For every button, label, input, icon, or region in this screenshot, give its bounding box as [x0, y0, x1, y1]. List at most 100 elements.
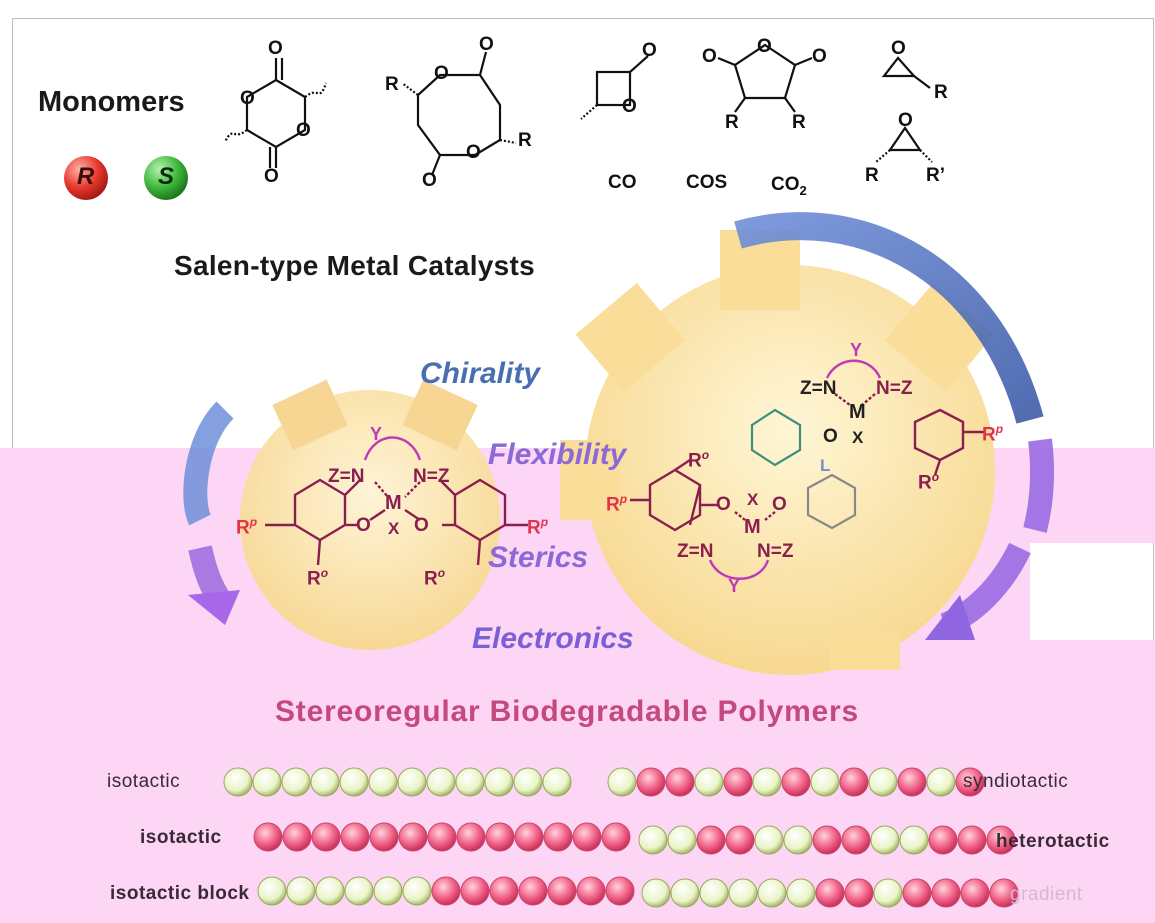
monomer-sphere-gradient-0: [641, 878, 671, 908]
monomer-sphere-isotactic_block-3: [344, 876, 374, 906]
anhydride-r-left: R: [725, 112, 739, 133]
catalyst-right-x-top: X: [852, 428, 864, 447]
monomer-sphere-gradient-3: [728, 878, 758, 908]
catalyst-right-zn-bottom: Z=N: [677, 541, 714, 562]
monomer-sphere-isotactic_block-6: [431, 876, 461, 906]
label-heterotactic: heterotactic: [996, 831, 1110, 852]
epoxide2-o: O: [898, 110, 913, 131]
monomer-sphere-heterotactic-11: [957, 825, 987, 855]
monomer-sphere-isotactic_2-9: [514, 822, 544, 852]
catalyst-right-nz-top: N=Z: [876, 378, 913, 399]
arc-arrow-purple-left: [188, 545, 231, 607]
monomer-sphere-isotactic_1-7: [426, 767, 456, 797]
monomer-sphere-isotactic_block-11: [576, 876, 606, 906]
catalyst-right-nz-bottom: N=Z: [757, 541, 794, 562]
s-chirality-label: S: [158, 163, 175, 190]
monomer-sphere-syndiotactic-12: [955, 767, 985, 797]
monomer-sphere-heterotactic-0: [638, 825, 668, 855]
catalyst-right-rp-left: Rp: [606, 492, 627, 516]
s-chirality-sphere: [144, 156, 188, 200]
ro-top-r: R: [918, 472, 932, 494]
monomer-sphere-isotactic_2-1: [282, 822, 312, 852]
arc-arrow-blue: [734, 212, 1044, 424]
epoxide2-r: R: [865, 165, 879, 186]
monomer-sphere-heterotactic-1: [667, 825, 697, 855]
catalyst-right-metal-mid: M: [744, 516, 761, 538]
catalyst-right-top: [825, 359, 985, 476]
monomer-sphere-isotactic_2-4: [369, 822, 399, 852]
monomer-sphere-isotactic_1-10: [513, 767, 543, 797]
catalyst-right-ro-left: Ro: [688, 448, 709, 472]
catalyst-right-structure: [630, 459, 776, 580]
monomer-sphere-isotactic_block-1: [286, 876, 316, 906]
ro-right-r: R: [424, 568, 438, 590]
monomer-sphere-isotactic_1-9: [484, 767, 514, 797]
arc-arrow-blue-left: [183, 401, 234, 526]
monomer-sphere-isotactic_2-11: [572, 822, 602, 852]
monomer-sphere-isotactic_1-0: [223, 767, 253, 797]
catalyst-left-ro-left: Ro: [307, 566, 328, 590]
rp-left-sup: p: [249, 515, 258, 529]
monomer-sphere-isotactic_1-11: [542, 767, 572, 797]
rp-top-r: R: [982, 424, 996, 446]
catalyst-left-o-left: O: [356, 515, 371, 536]
label-isotactic-2: isotactic: [140, 827, 222, 848]
catalyst-left-x: X: [388, 519, 400, 538]
monomer-sphere-isotactic_1-1: [252, 767, 282, 797]
polymer-chains: [223, 767, 1019, 908]
catalyst-left-rp-left: Rp: [236, 515, 257, 539]
monomer-sphere-gradient-10: [931, 878, 961, 908]
monomer-sphere-gradient-12: [989, 878, 1019, 908]
lactide-o-ring-left: O: [240, 88, 255, 109]
monomer-sphere-syndiotactic-9: [868, 767, 898, 797]
label-isotactic-1: isotactic: [107, 771, 181, 792]
monomer-sphere-isotactic_1-4: [339, 767, 369, 797]
cos-label: COS: [686, 172, 728, 193]
monomer-sphere-syndiotactic-6: [781, 767, 811, 797]
epoxide-2-structure: [875, 126, 933, 163]
monomer-sphere-isotactic_block-2: [315, 876, 345, 906]
catalyst-left-rp-right: Rp: [527, 515, 548, 539]
anhydride-structure: [717, 43, 813, 113]
monomer-sphere-isotactic_block-8: [489, 876, 519, 906]
monomer-sphere-syndiotactic-0: [607, 767, 637, 797]
catalyst-right-o-top: O: [823, 426, 838, 447]
rp-left2-sup: p: [619, 492, 628, 506]
ro-left-r: R: [307, 568, 321, 590]
co-label: CO: [608, 172, 637, 193]
dilactone-r-right: R: [518, 130, 532, 151]
monomer-sphere-gradient-8: [873, 878, 903, 908]
monomer-sphere-heterotactic-3: [725, 825, 755, 855]
catalyst-left-ro-right: Ro: [424, 566, 445, 590]
property-flexibility: Flexibility: [488, 438, 627, 471]
monomer-sphere-isotactic_2-7: [456, 822, 486, 852]
catalyst-right-y-top: Y: [850, 340, 863, 360]
monomer-sphere-isotactic_2-12: [601, 822, 631, 852]
monomer-sphere-heterotactic-2: [696, 825, 726, 855]
monomer-sphere-syndiotactic-11: [926, 767, 956, 797]
property-chirality: Chirality: [420, 357, 541, 390]
anhydride-o-right: O: [812, 46, 827, 67]
monomer-sphere-isotactic_block-12: [605, 876, 635, 906]
monomer-sphere-gradient-11: [960, 878, 990, 908]
monomer-sphere-gradient-2: [699, 878, 729, 908]
salen-catalysts-title: Salen-type Metal Catalysts: [174, 250, 536, 281]
monomer-sphere-isotactic_block-5: [402, 876, 432, 906]
lactide-o-bottom: O: [264, 166, 279, 187]
epoxide1-r: R: [934, 82, 948, 103]
co2-label: CO2: [771, 174, 807, 198]
monomer-sphere-isotactic_2-5: [398, 822, 428, 852]
lactone-o-ring: O: [622, 96, 637, 117]
monomer-sphere-syndiotactic-4: [723, 767, 753, 797]
monomer-sphere-heterotactic-9: [899, 825, 929, 855]
monomer-sphere-heterotactic-7: [841, 825, 871, 855]
catalyst-right-o-mid-left: O: [716, 494, 731, 515]
lactone-o-carbonyl: O: [642, 40, 657, 61]
catalyst-left-nz: N=Z: [413, 466, 450, 487]
monomer-sphere-syndiotactic-8: [839, 767, 869, 797]
co2-sub: 2: [799, 182, 807, 198]
monomer-sphere-syndiotactic-10: [897, 767, 927, 797]
anhydride-o-ring: O: [757, 36, 772, 57]
ro-left2-r: R: [688, 450, 702, 472]
